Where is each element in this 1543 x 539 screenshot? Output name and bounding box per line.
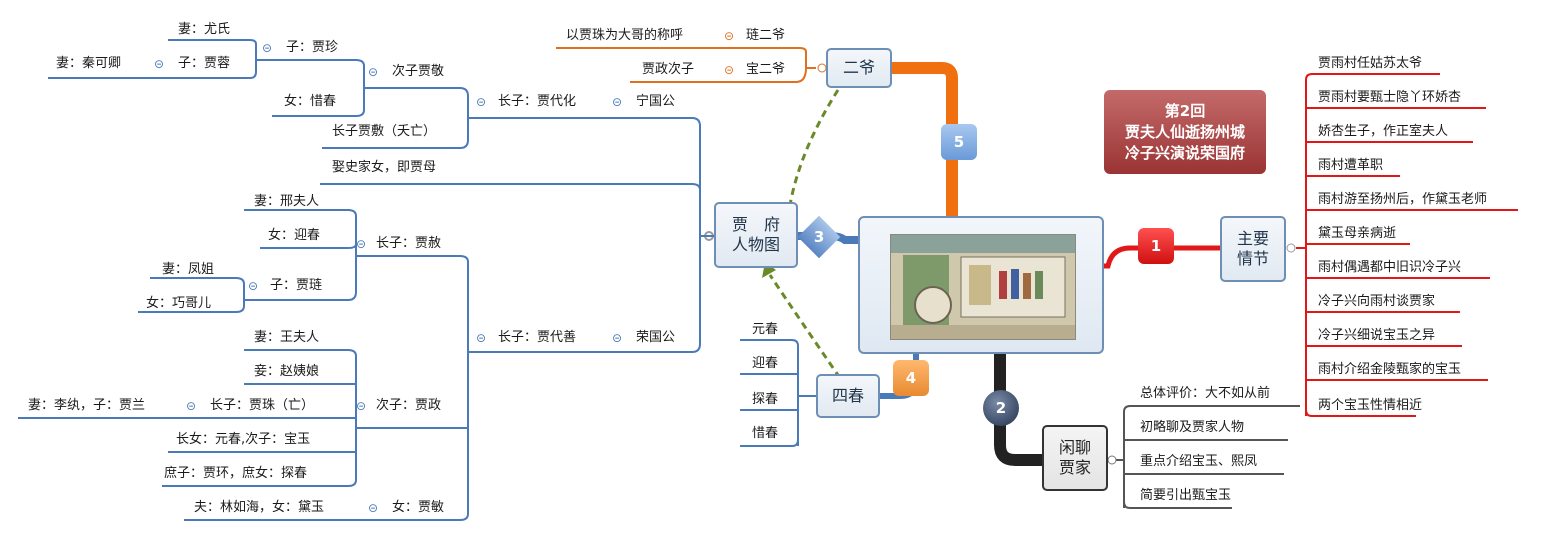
chat-node[interactable]: 闲聊 贾家 [1042,425,1108,491]
collapse-icon[interactable]: ⊝ [724,29,735,43]
collapse-icon[interactable]: ⊝ [186,399,197,413]
daihua: 长子：贾代化 [498,94,577,109]
central-node[interactable] [858,216,1104,354]
jiamu: 娶史家女，即贾母 [332,160,437,175]
plot-item-8: 冷子兴向雨村谈贾家 [1318,294,1436,309]
jiazhu: 长子：贾珠（亡） [210,398,315,413]
plot-item-10: 雨村介绍金陵甄家的宝玉 [1318,362,1462,377]
collapse-icon[interactable]: ⊝ [612,95,623,109]
painting-illustration [891,235,1075,339]
chat-node-dot [1107,455,1117,465]
collapse-icon[interactable]: ⊝ [154,57,165,71]
qiaojie: 女：巧哥儿 [146,296,212,311]
youshi: 妻：尤氏 [178,22,231,37]
relation-arrow-1 [788,89,840,206]
family-tree-label-2: 人物图 [731,235,780,254]
plot-item-9: 冷子兴细说宝玉之异 [1318,328,1436,343]
collapse-icon[interactable]: ⊝ [248,279,259,293]
plot-item-4: 雨村遭革职 [1318,158,1384,173]
branch-1-line [1104,245,1220,269]
plot-item-11: 两个宝玉性情相近 [1318,398,1423,413]
jiafu: 长子贾敷（夭亡） [332,124,437,139]
sichun-item-2: 迎春 [752,356,779,371]
yingchun: 女：迎春 [268,228,321,243]
daishan: 长子：贾代善 [498,330,577,345]
family-tree-lines [18,39,714,521]
qinkeqing: 妻：秦可卿 [56,56,122,71]
sichun-item-4: 惜春 [752,426,779,441]
jiazheng: 次子：贾政 [376,398,442,413]
relation-arrow-2 [768,274,842,379]
linruhai: 夫：林如海，女：黛玉 [194,500,325,515]
chapter-title-line-1: 贾夫人仙逝扬州城 [1124,122,1245,141]
chapter-number: 第2回 [1164,101,1206,120]
wangfuren: 妻：王夫人 [254,330,320,345]
family-tree-label-1: 贾 府 [731,215,780,234]
plot-item-2: 贾雨村要甄士隐丫环娇杏 [1318,90,1462,105]
sichun-node[interactable]: 四春 [816,374,880,418]
plot-item-3: 娇杏生子，作正室夫人 [1318,124,1449,139]
plot-node-dot [1286,243,1296,253]
rongguo: 荣国公 [636,330,676,345]
plot-item-1: 贾雨村任姑苏太爷 [1318,56,1423,71]
badge-1: 1 [1138,228,1174,264]
collapse-icon[interactable]: ⊝ [356,237,367,251]
chat-item-3: 重点介绍宝玉、熙凤 [1140,454,1258,469]
jiazhen: 子：贾珍 [286,40,339,55]
collapse-icon[interactable]: ⊝ [476,331,487,345]
sichun-item-1: 元春 [752,322,779,337]
branch-2-line [994,354,1042,466]
ningguo: 宁国公 [636,94,676,109]
chat-bracket [1107,405,1300,509]
xichun: 女：惜春 [284,94,337,109]
erye-bracket [556,47,816,83]
chat-item-2: 初略聊及贾家人物 [1140,420,1245,435]
chapter-title: 第2回 贾夫人仙逝扬州城 冷子兴演说荣国府 [1104,90,1266,174]
collapse-icon[interactable]: ⊝ [368,65,379,79]
erye-item-2-note: 贾政次子 [642,62,695,77]
erye-node[interactable]: 二爷 [826,48,892,88]
plot-bracket [1296,73,1518,417]
collapse-icon[interactable]: ⊝ [612,331,623,345]
chat-item-1: 总体评价：大不如从前 [1140,386,1271,401]
branch-5-line [892,62,958,216]
painting-image [890,234,1076,340]
jiahuan: 庶子：贾环，庶女：探春 [164,466,308,481]
yuanchun: 长女：元春,次子：宝玉 [176,432,311,447]
collapse-icon[interactable]: ⊝ [724,63,735,77]
family-tree-node[interactable]: 贾 府 人物图 [714,202,798,268]
collapse-icon[interactable]: ⊝ [476,95,487,109]
erye-node-dot [817,63,827,73]
plot-item-6: 黛玉母亲病逝 [1318,226,1397,241]
jialian: 子：贾琏 [270,278,323,293]
plot-item-7: 雨村偶遇都中旧识冷子兴 [1318,260,1462,275]
badge-4: 4 [893,360,929,396]
collapse-icon[interactable]: ⊝ [356,399,367,413]
badge-3-label: 3 [813,228,825,246]
erye-item-1-note: 以贾珠为大哥的称呼 [566,28,684,43]
jiajing: 次子贾敬 [392,64,445,79]
jiarong: 子：贾蓉 [178,56,231,71]
sichun-bracket [740,339,816,447]
zhaoyiniang: 妾：赵姨娘 [254,364,320,379]
liwan: 妻：李纨，子：贾兰 [28,398,146,413]
jiashe: 长子：贾赦 [376,236,442,251]
badge-2: 2 [983,390,1019,426]
badge-5: 5 [941,124,977,160]
collapse-icon[interactable]: ⊝ [368,501,379,515]
chapter-title-line-2: 冷子兴演说荣国府 [1124,143,1245,162]
sichun-item-3: 探春 [752,392,779,407]
xingfuren: 妻：邢夫人 [254,194,320,209]
chat-item-4: 简要引出甄宝玉 [1140,488,1232,503]
main-plot-node[interactable]: 主要 情节 [1220,216,1286,282]
plot-item-5: 雨村游至扬州后，作黛玉老师 [1318,192,1488,207]
fengjie: 妻：凤姐 [162,262,215,277]
jiamin: 女：贾敏 [392,500,445,515]
erye-item-2-name: 宝二爷 [746,62,786,77]
erye-item-1-name: 琏二爷 [746,28,786,43]
collapse-icon[interactable]: ⊝ [262,41,273,55]
